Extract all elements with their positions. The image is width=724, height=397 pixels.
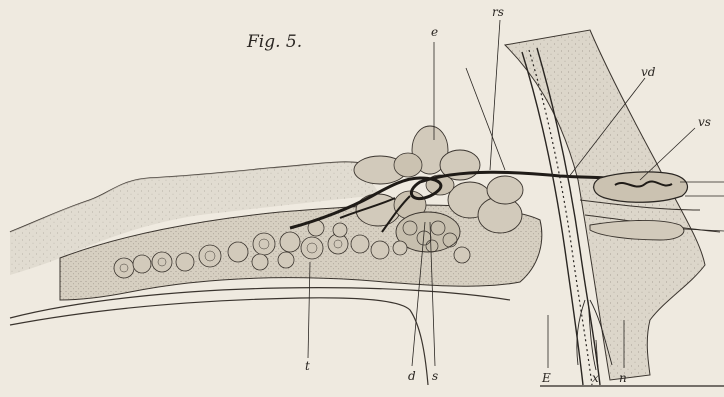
label-rs: rs [492,6,504,18]
label-E: E [542,372,551,384]
label-t: t [305,360,310,372]
label-vd: vd [641,66,655,78]
label-d: d [408,370,416,382]
label-x: x [592,372,599,384]
label-e: e [431,26,438,38]
label-s: s [432,370,438,382]
label-n: n [619,372,627,384]
figure-title: Fig. 5. [247,34,302,51]
label-vs: vs [698,116,711,128]
